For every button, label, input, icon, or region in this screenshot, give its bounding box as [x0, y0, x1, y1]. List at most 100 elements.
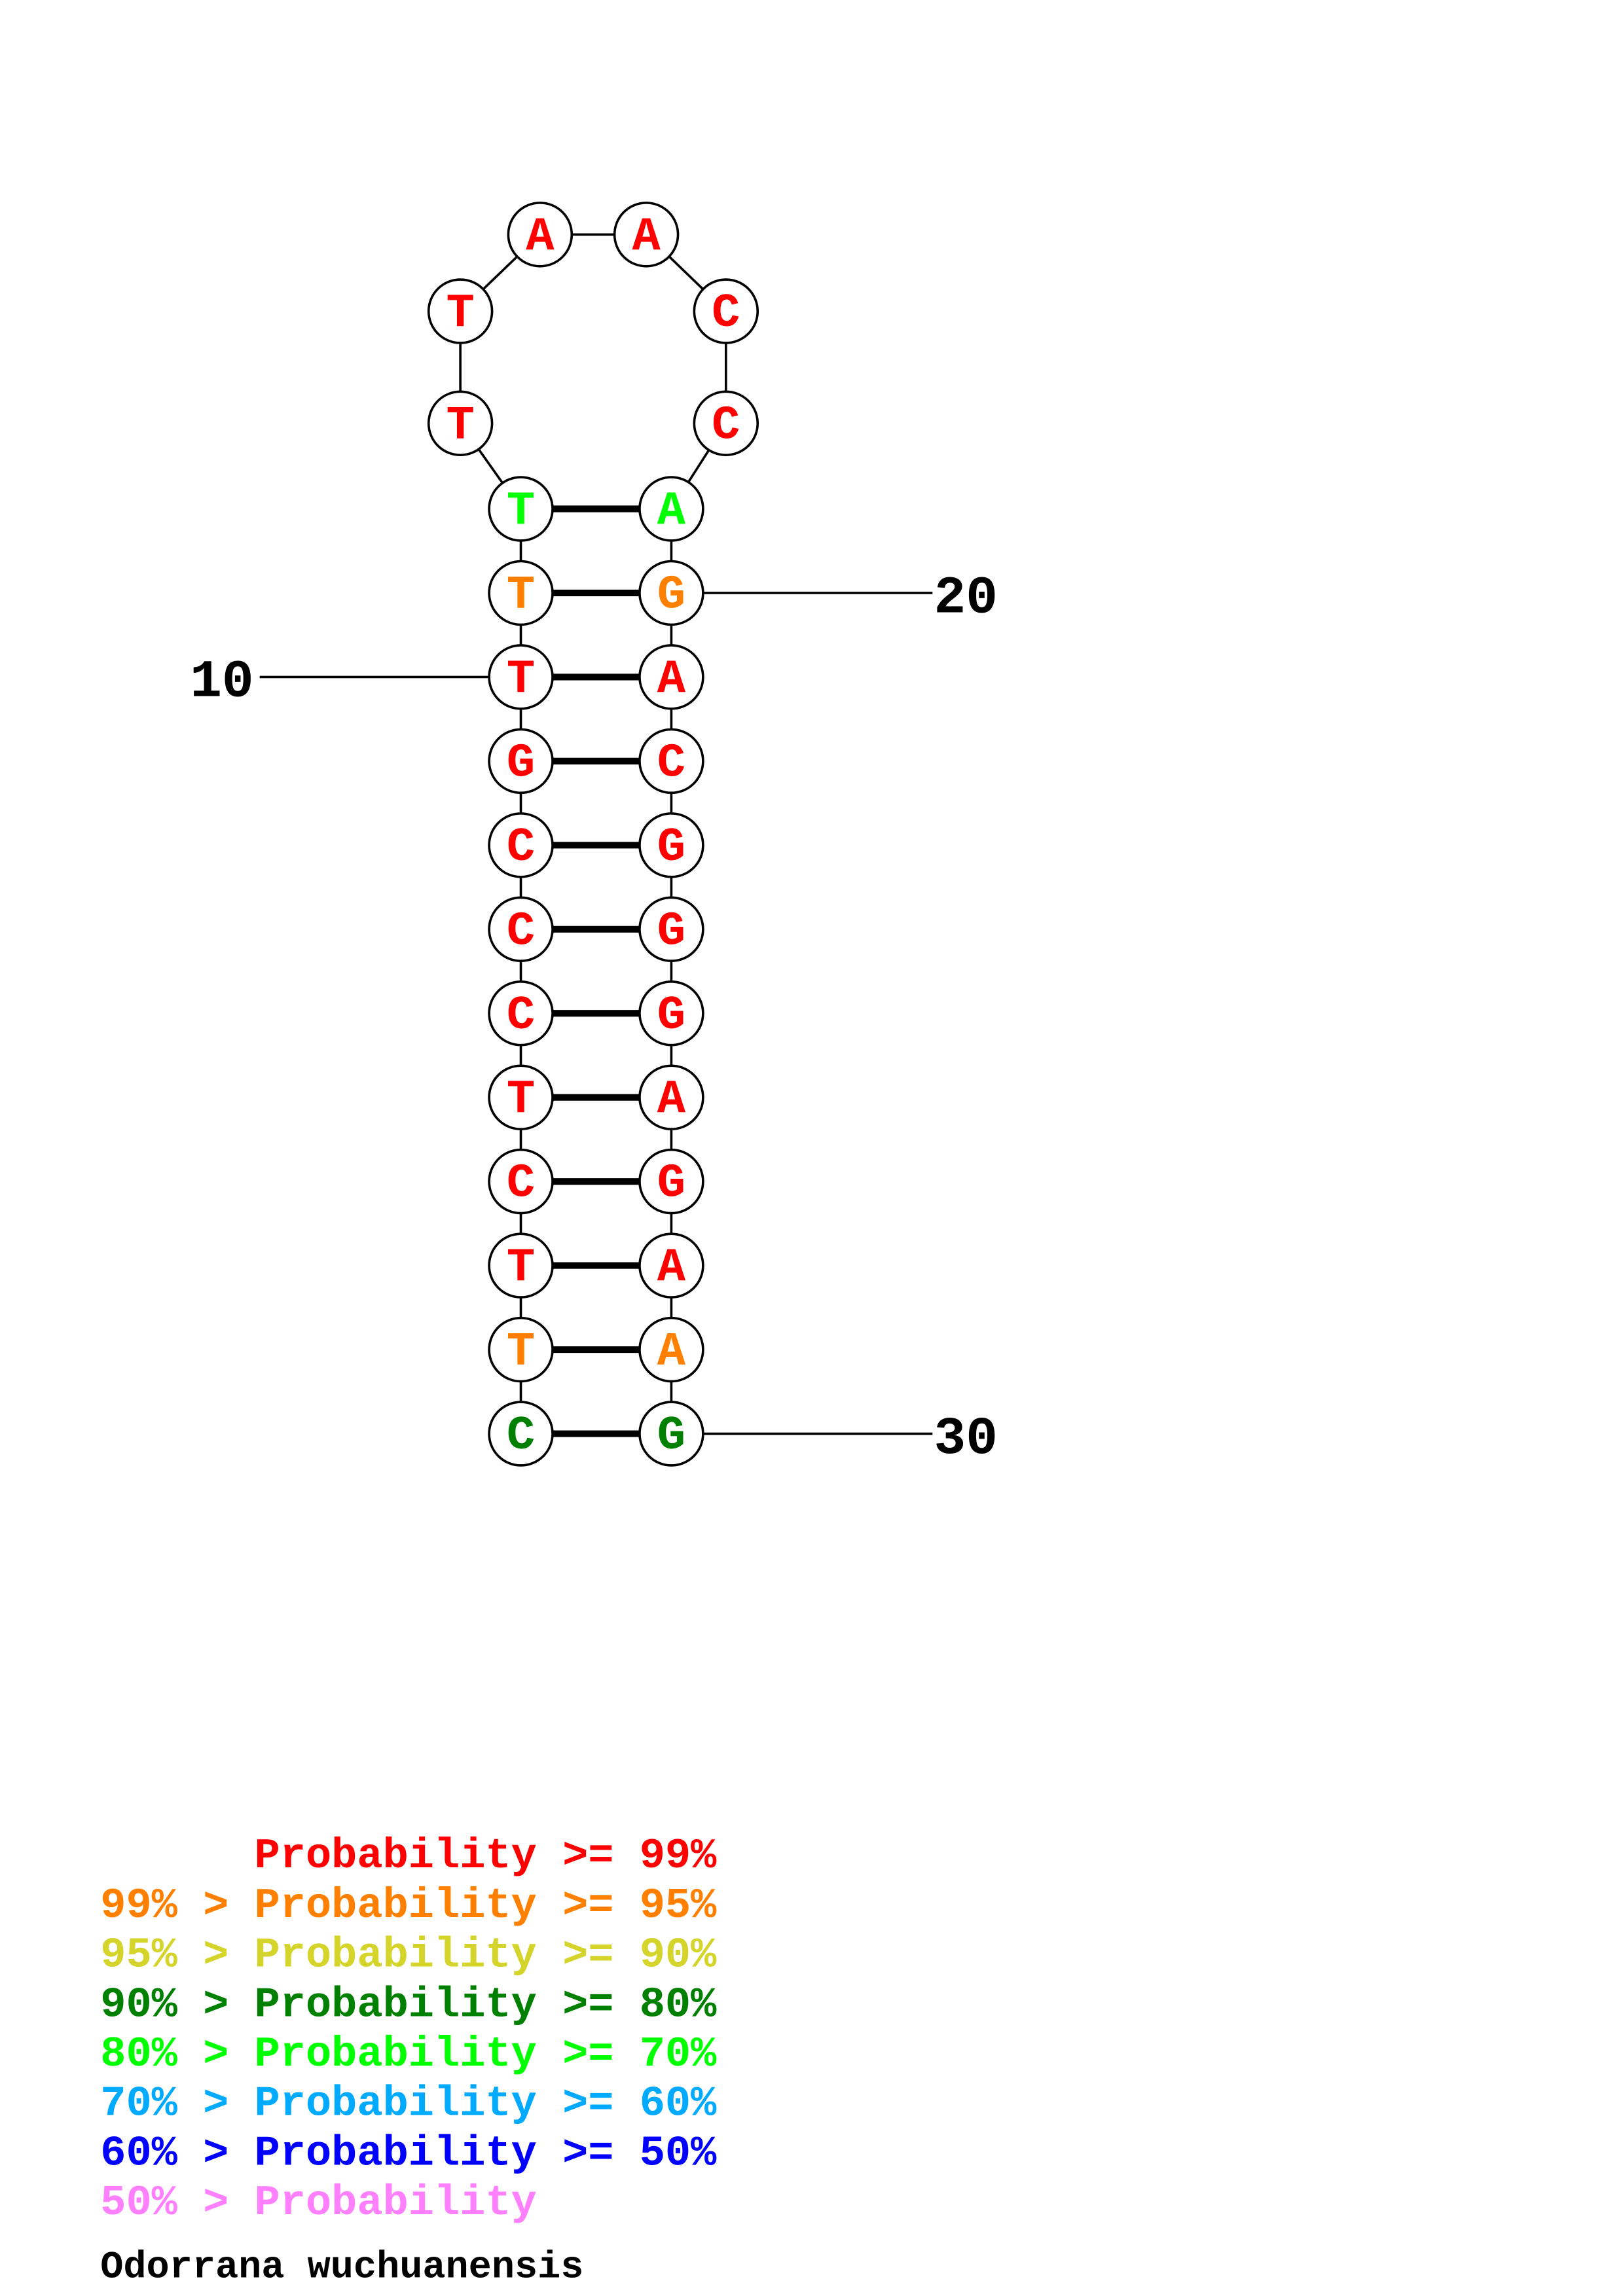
nucleotide-1: C: [488, 1401, 554, 1467]
nucleotide-base: C: [712, 399, 740, 452]
legend-entry-plow: 50% > Probability: [100, 2179, 537, 2227]
nucleotide-base: G: [507, 736, 535, 790]
nucleotide-base: T: [446, 287, 474, 340]
nucleotide-11: T: [488, 560, 554, 626]
nucleotide-base: C: [507, 905, 535, 958]
nucleotide-22: C: [638, 728, 704, 795]
nucleotide-circle: [427, 278, 494, 344]
nucleotide-base: G: [657, 1157, 685, 1211]
legend-entry-p90: 95% > Probability >= 90%: [100, 1931, 717, 1980]
nucleotide-20: G: [638, 560, 704, 626]
nucleotide-circle: [488, 980, 554, 1047]
legend-entry-p95: 99% > Probability >= 95%: [100, 1882, 717, 1930]
position-label-10: 10: [190, 653, 253, 713]
nucleotide-circle: [638, 644, 704, 710]
nucleotide-circle: [488, 1232, 554, 1299]
nucleotide-base: C: [657, 736, 685, 790]
probability-legend: Probability >= 99%99% > Probability >= 9…: [100, 1832, 717, 2227]
nucleotide-14: T: [427, 278, 494, 344]
nucleotide-29: A: [638, 1316, 704, 1383]
nucleotide-24: G: [638, 896, 704, 963]
nucleotide-base: A: [657, 1325, 686, 1379]
nucleotide-17: C: [693, 278, 759, 344]
position-labels: 10 20 30: [190, 568, 998, 1469]
nucleotide-base: T: [507, 1073, 535, 1126]
nucleotide-circle: [638, 980, 704, 1047]
nucleotide-9: G: [488, 728, 554, 795]
nucleotide-circle: [638, 560, 704, 626]
nucleotide-18: C: [693, 390, 759, 457]
nucleotide-circle: [488, 728, 554, 795]
nucleotide-base: G: [657, 568, 685, 622]
nucleotide-base: T: [507, 568, 535, 622]
nucleotide-circle: [488, 1401, 554, 1467]
nucleotide-15: A: [507, 202, 574, 268]
nucleotide-circle: [427, 390, 494, 457]
nucleotide-3: T: [488, 1232, 554, 1299]
nucleotide-30: G: [638, 1401, 704, 1467]
nucleotide-16: A: [613, 202, 680, 268]
position-label-30: 30: [934, 1409, 998, 1469]
nucleotide-circle: [638, 1401, 704, 1467]
nucleotide-circle: [488, 812, 554, 878]
nucleotide-circle: [488, 476, 554, 542]
nucleotide-7: C: [488, 896, 554, 963]
nucleotide-base: T: [507, 1241, 535, 1295]
nucleotide-base: T: [446, 399, 474, 452]
nucleotide-base: G: [657, 821, 685, 874]
nucleotide-base: A: [632, 210, 661, 264]
nucleotide-circle: [488, 560, 554, 626]
species-name: Odorrana wuchuanensis: [100, 2246, 583, 2289]
nucleotide-circle: [638, 1316, 704, 1383]
nucleotide-circle: [488, 1316, 554, 1383]
nucleotide-8: C: [488, 812, 554, 878]
nucleotide-circle: [638, 728, 704, 795]
nucleotide-circle: [638, 1232, 704, 1299]
nucleotide-circle: [638, 896, 704, 963]
legend-entry-p70: 80% > Probability >= 70%: [100, 2030, 717, 2079]
nucleotide-base: T: [507, 484, 535, 538]
nucleotide-circle: [488, 896, 554, 963]
nucleotide-base: T: [507, 653, 535, 706]
nucleotide-base: A: [657, 653, 686, 706]
nucleotide-base: A: [526, 210, 555, 264]
nucleotide-6: C: [488, 980, 554, 1047]
legend-entry-p80: 90% > Probability >= 80%: [100, 1981, 717, 2029]
nucleotide-circle: [693, 278, 759, 344]
nucleotide-base: C: [507, 1409, 535, 1463]
nucleotide-base: C: [507, 821, 535, 874]
nucleotide-27: G: [638, 1148, 704, 1215]
nucleotide-circle: [488, 644, 554, 710]
position-label-20: 20: [934, 568, 998, 628]
nucleotide-circle: [507, 202, 574, 268]
nucleotide-base: A: [657, 1073, 686, 1126]
nucleotide-19: A: [638, 476, 704, 542]
nucleotide-circle: [488, 1148, 554, 1215]
nucleotide-base: G: [657, 905, 685, 958]
base-pair-bonds: [520, 505, 672, 1437]
legend-entry-p99: Probability >= 99%: [100, 1832, 717, 1880]
nucleotide-26: A: [638, 1064, 704, 1130]
nucleotide-base: G: [657, 1409, 685, 1463]
nucleotide-2: T: [488, 1316, 554, 1383]
nucleotide-circle: [638, 812, 704, 878]
nucleotide-12: T: [488, 476, 554, 542]
nucleotide-28: A: [638, 1232, 704, 1299]
nucleotide-23: G: [638, 812, 704, 878]
legend-entry-p50: 60% > Probability >= 50%: [100, 2129, 717, 2178]
nucleotide-base: A: [657, 1241, 686, 1295]
nucleotide-21: A: [638, 644, 704, 710]
nucleotide-circle: [488, 1064, 554, 1130]
nucleotide-circle: [638, 1148, 704, 1215]
nucleotide-base: C: [507, 1157, 535, 1211]
legend-entry-p60: 70% > Probability >= 60%: [100, 2080, 717, 2128]
nucleotide-base: C: [712, 287, 740, 340]
nucleotide-circle: [693, 390, 759, 457]
nucleotide-25: G: [638, 980, 704, 1047]
nucleotide-base: A: [657, 484, 686, 538]
nucleotide-4: C: [488, 1148, 554, 1215]
nucleotide-base: G: [657, 989, 685, 1043]
nucleotide-10: T: [488, 644, 554, 710]
